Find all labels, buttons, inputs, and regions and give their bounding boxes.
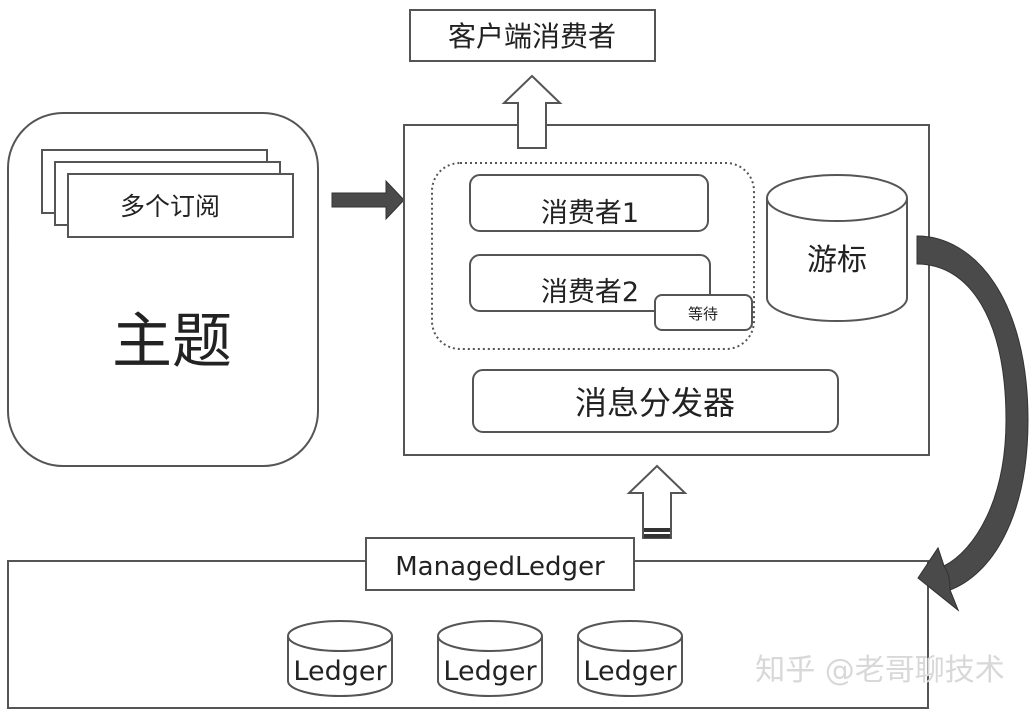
ledger-cylinder: Ledger <box>437 620 543 697</box>
consumer-group <box>431 162 755 350</box>
managed-ledger-box: ManagedLedger Ledger Ledger Ledger <box>7 537 929 709</box>
arrow-right-icon <box>331 179 405 221</box>
topic-box: 多个订阅 主题 <box>7 112 319 467</box>
consumer-2-box <box>469 254 711 312</box>
subscriptions-label: 多个订阅 <box>120 192 220 221</box>
managed-ledger-title: ManagedLedger <box>395 552 605 582</box>
ledger-cylinder: Ledger <box>287 620 393 697</box>
consumer-1-label: 消费者1 <box>541 198 639 229</box>
cursor-label: 游标 <box>807 243 867 278</box>
consumer-2-label: 消费者2 <box>541 277 639 308</box>
waiting-badge-label: 等待 <box>688 305 718 323</box>
subscription-box: 消费者1 消费者2 等待 游标 消息分发器 <box>403 110 930 456</box>
arrow-up-to-dispatcher-icon <box>626 464 688 539</box>
ledger-label: Ledger <box>583 656 677 687</box>
ledger-cylinder: Ledger <box>577 620 683 697</box>
waiting-badge <box>654 294 753 331</box>
watermark: 知乎 @老哥聊技术 <box>755 653 1005 688</box>
client-consumer-box: 客户端消费者 <box>409 9 656 62</box>
ledger-label: Ledger <box>293 656 387 687</box>
ledger-label: Ledger <box>443 656 537 687</box>
dispatcher-box <box>472 369 839 433</box>
client-consumer-label: 客户端消费者 <box>448 20 616 53</box>
managed-ledger-title-box <box>365 537 635 591</box>
cursor-cylinder: 游标 <box>766 174 908 322</box>
topic-title: 主题 <box>112 307 232 377</box>
consumer-1-box <box>469 174 709 232</box>
dispatcher-label: 消息分发器 <box>575 384 735 422</box>
subscription-card-front <box>67 173 294 238</box>
